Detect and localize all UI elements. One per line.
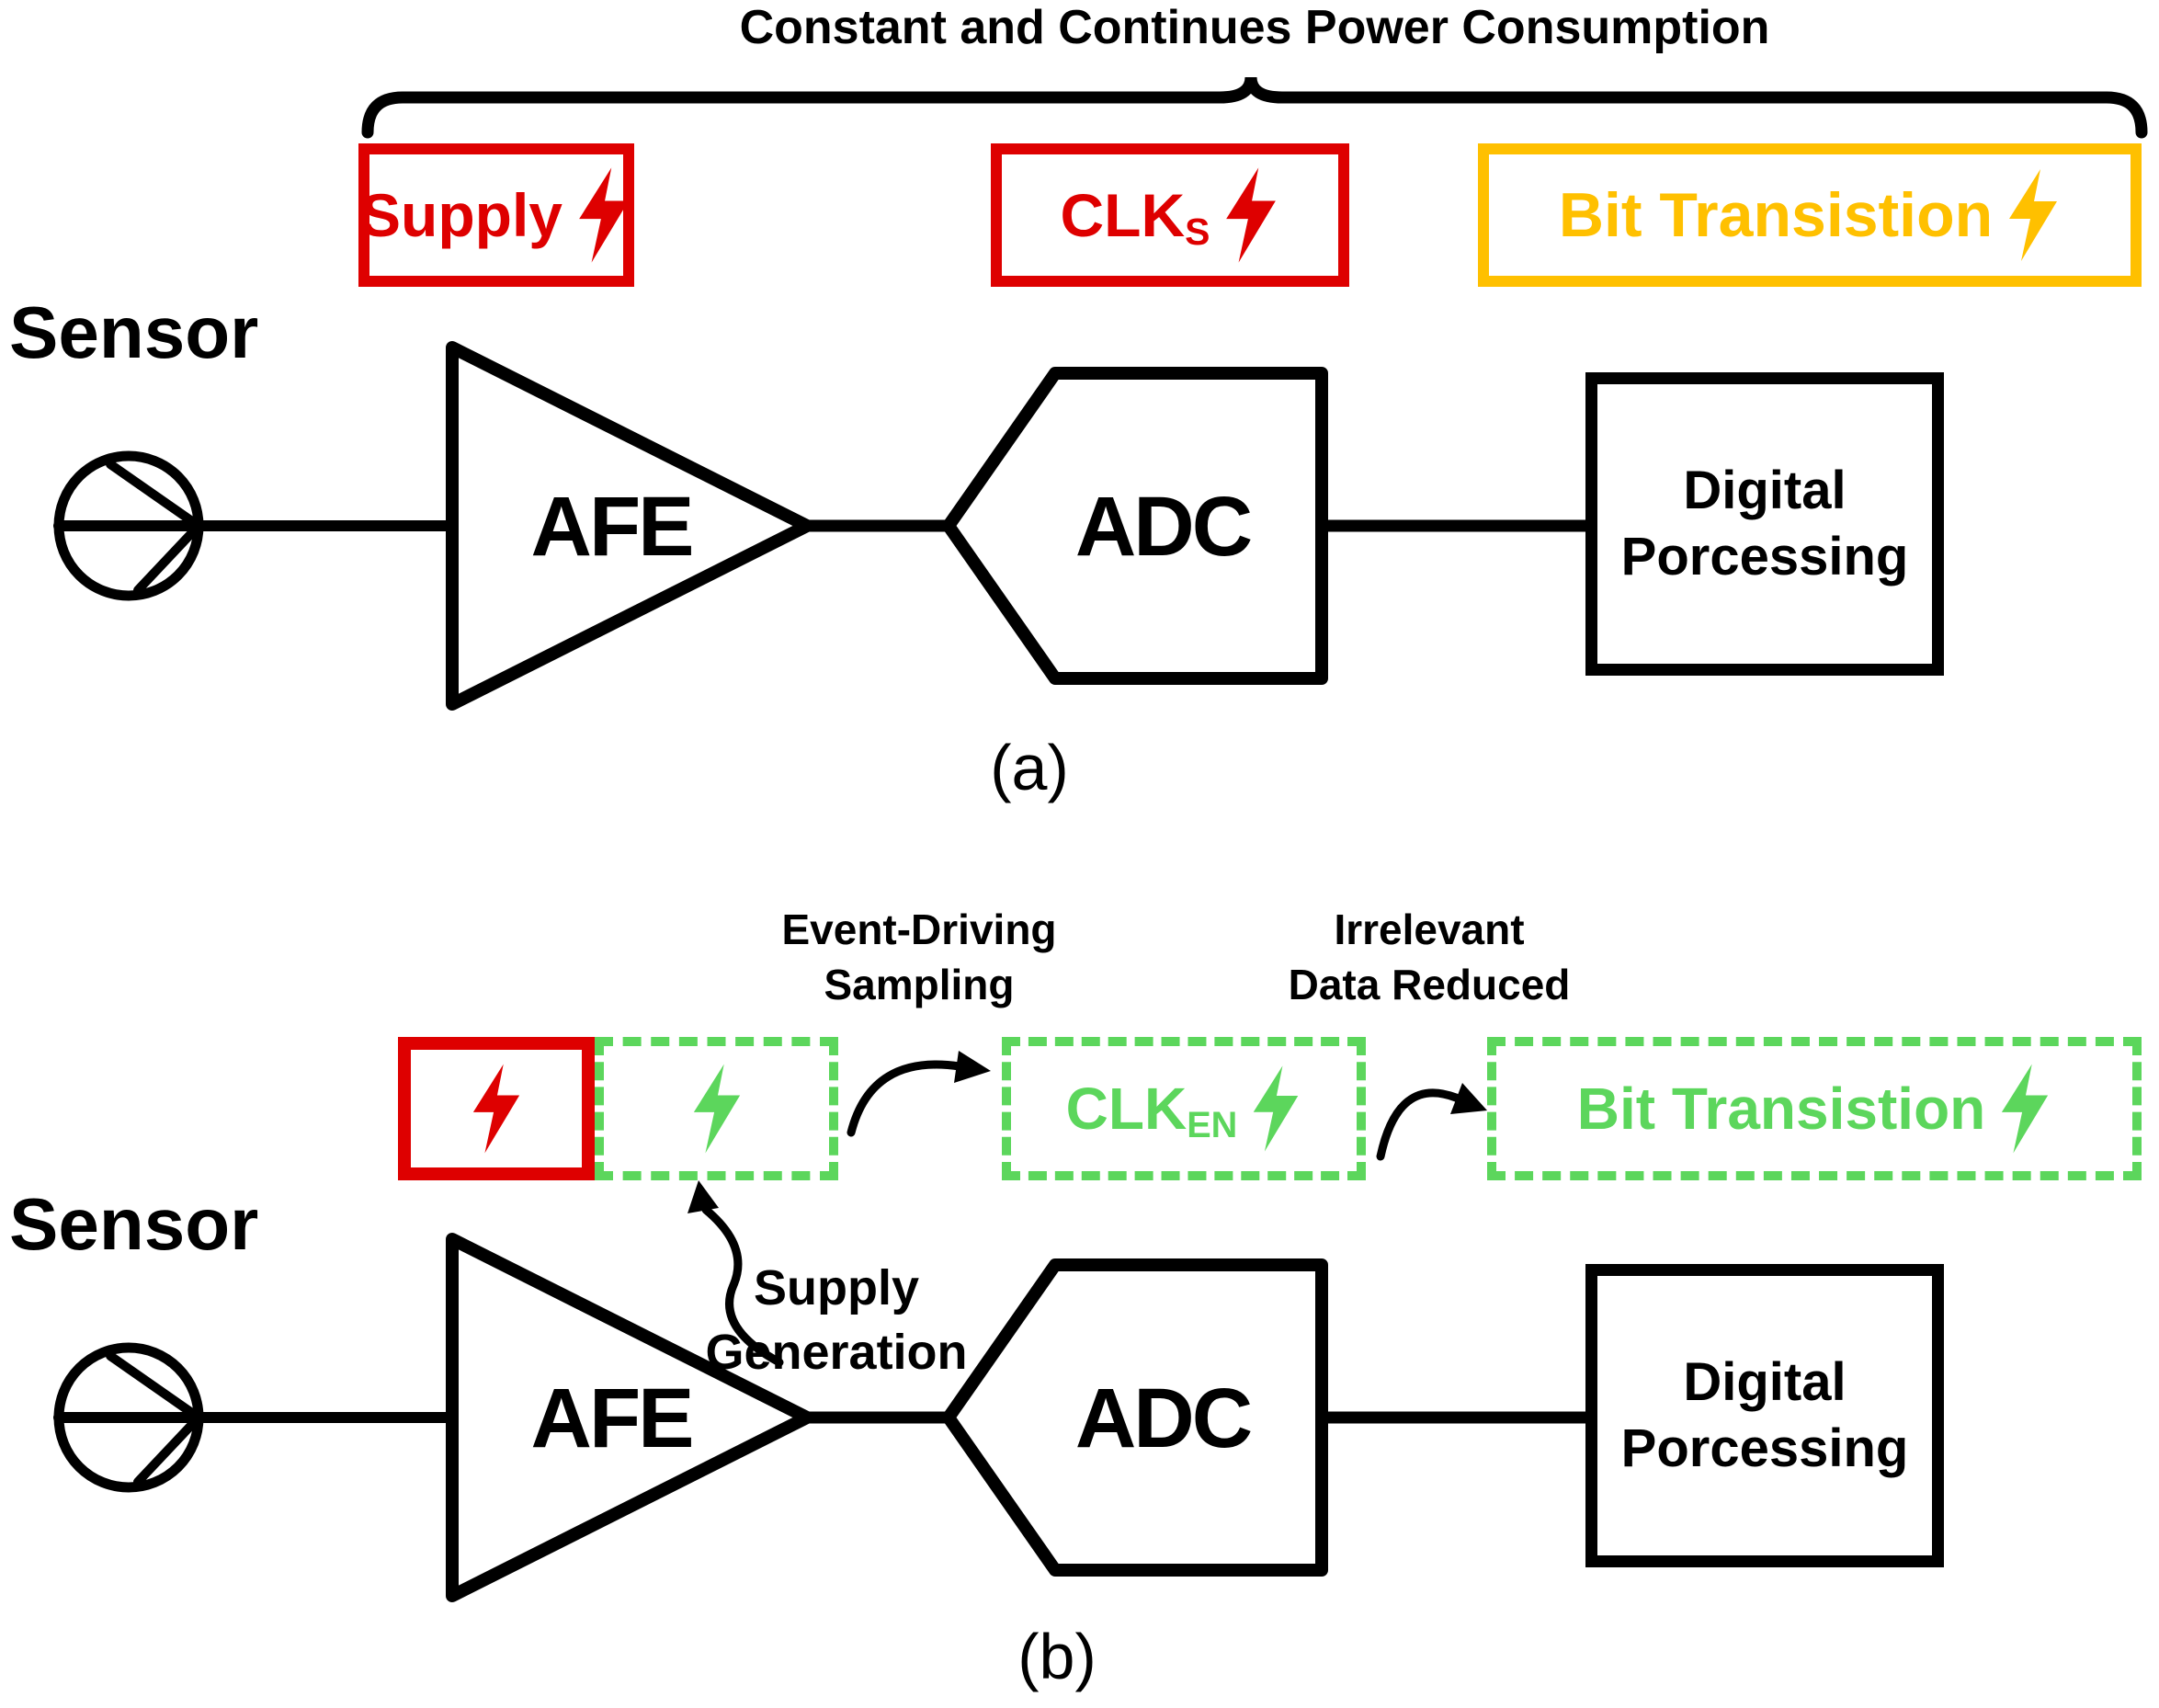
clks-power-box: CLKS bbox=[991, 143, 1349, 287]
adc-label-b: ADC bbox=[1074, 1371, 1253, 1465]
digital-label-line1: Digital bbox=[1683, 460, 1847, 520]
supply-label: Supply bbox=[360, 181, 563, 249]
event-line1: Event-Driving bbox=[781, 905, 1057, 953]
digital-processing-box-a: Digital Porcessing bbox=[1585, 372, 1944, 676]
clks-label: CLKS bbox=[1060, 181, 1210, 253]
irrelevant-data-annotation: Irrelevant Data Reduced bbox=[1222, 903, 1636, 1013]
irrelevant-line1: Irrelevant bbox=[1334, 905, 1525, 953]
digital-label-line2: Porcessing bbox=[1620, 527, 1909, 586]
digital-label-line1: Digital bbox=[1683, 1351, 1847, 1412]
irrelevant-line2: Data Reduced bbox=[1288, 960, 1571, 1008]
afe-triangle-a bbox=[446, 341, 813, 711]
bit-transistion-label-a: Bit Transistion bbox=[1558, 180, 1994, 250]
lightning-bolt-icon bbox=[1226, 167, 1277, 263]
generated-supply-bolt-box-b bbox=[595, 1037, 838, 1180]
digital-processing-box-b: Digital Porcessing bbox=[1585, 1264, 1944, 1567]
supply-gen-line2: Generation bbox=[705, 1325, 968, 1381]
clken-power-box-b: CLKEN bbox=[1002, 1037, 1366, 1180]
afe-label-b: AFE bbox=[530, 1371, 695, 1465]
supply-power-box: Supply bbox=[358, 143, 634, 287]
supply-gen-line1: Supply bbox=[753, 1260, 919, 1315]
brace bbox=[361, 76, 2148, 139]
caption-a: (a) bbox=[990, 732, 1069, 803]
supply-bolt-box-b bbox=[398, 1037, 595, 1180]
clken-label: CLKEN bbox=[1065, 1076, 1238, 1145]
digital-label-line2: Porcessing bbox=[1620, 1418, 1909, 1478]
lightning-bolt-icon bbox=[2002, 1064, 2049, 1154]
bit-transistion-power-box-a: Bit Transistion bbox=[1478, 143, 2142, 287]
lightning-bolt-icon bbox=[2009, 169, 2058, 261]
lightning-bolt-icon bbox=[1254, 1065, 1299, 1152]
sensor-symbol-b bbox=[53, 1342, 458, 1493]
data-reduced-arrow bbox=[1376, 1083, 1487, 1161]
sensor-label-a: Sensor bbox=[9, 291, 259, 373]
caption-b: (b) bbox=[1017, 1621, 1097, 1692]
event-line2: Sampling bbox=[824, 960, 1015, 1008]
bit-transistion-power-box-b: Bit Transistion bbox=[1487, 1037, 2142, 1180]
event-driving-annotation: Event-Driving Sampling bbox=[717, 903, 1121, 1013]
sensor-symbol-a bbox=[53, 450, 458, 601]
brace-title: Constant and Continues Power Consumption bbox=[739, 1, 1770, 54]
lightning-bolt-icon bbox=[693, 1064, 740, 1154]
bit-transistion-label-b: Bit Transistion bbox=[1576, 1076, 1986, 1142]
supply-generation-arrow bbox=[687, 1180, 784, 1367]
adc-label-a: ADC bbox=[1074, 479, 1253, 574]
afe-triangle-b bbox=[446, 1233, 813, 1602]
lightning-bolt-icon bbox=[579, 167, 629, 263]
supply-generation-annotation: Supply Generation bbox=[643, 1256, 1029, 1384]
lightning-bolt-icon bbox=[472, 1064, 520, 1154]
sensor-label-b: Sensor bbox=[9, 1183, 259, 1265]
event-driving-arrow bbox=[847, 1051, 991, 1137]
afe-label-a: AFE bbox=[530, 479, 695, 574]
